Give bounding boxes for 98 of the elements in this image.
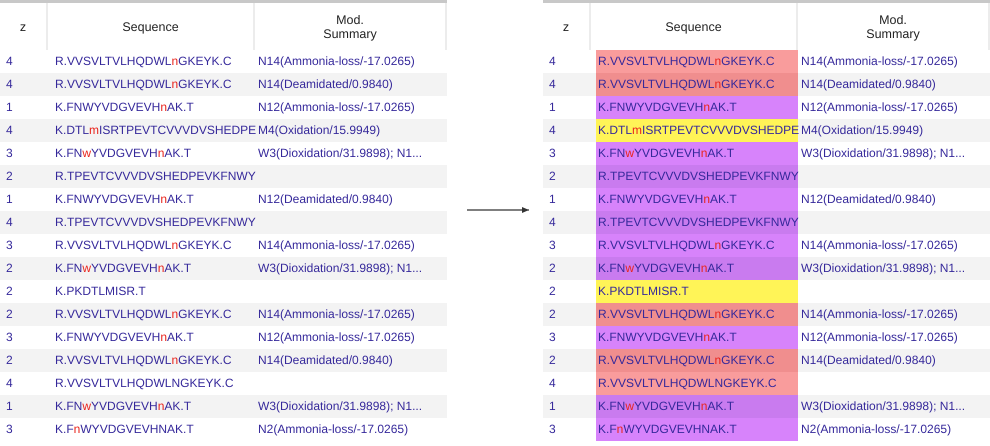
charge-value: 2 <box>549 352 556 369</box>
modification-summary: W3(Dioxidation/31.9898); N1... <box>801 260 966 277</box>
modification-summary: N14(Ammonia-loss/-17.0265) <box>258 53 415 70</box>
modification-summary: N12(Ammonia-loss/-17.0265) <box>801 329 958 346</box>
charge-value: 4 <box>6 53 13 70</box>
charge-value: 4 <box>6 76 13 93</box>
peptide-sequence: K.FNwYVDGVEVHnAK.T <box>54 145 192 162</box>
charge-value: 3 <box>549 237 556 254</box>
modification-summary: W3(Dioxidation/31.9898); N1... <box>258 145 422 162</box>
charge-value: 3 <box>6 237 13 254</box>
charge-value: 3 <box>549 329 556 346</box>
peptide-sequence: R.VVSVLTVLHQDWLnGKEYK.C <box>596 73 798 96</box>
peptide-sequence: K.FNwYVDGVEVHnAK.T <box>54 260 192 277</box>
charge-value: 2 <box>549 168 556 185</box>
peptide-sequence: K.DTLmISRTPEVTCVVVDVSHEDPE <box>54 122 255 139</box>
peptide-sequence: R.VVSVLTVLHQDWLnGKEYK.C <box>596 349 798 372</box>
column-header: Sequence <box>122 20 179 34</box>
modification-summary: N14(Deamidated/0.9840) <box>801 352 936 369</box>
modification-summary: M4(Oxidation/15.9949) <box>801 122 924 139</box>
peptide-sequence: K.FNWYVDGVEVHnAK.T <box>54 191 195 208</box>
modification-summary: N12(Ammonia-loss/-17.0265) <box>258 329 415 346</box>
modification-summary: N14(Deamidated/0.9840) <box>801 76 936 93</box>
charge-value: 2 <box>6 283 13 300</box>
charge-value: 4 <box>6 375 13 392</box>
modification-summary: N14(Deamidated/0.9840) <box>258 76 393 93</box>
column-header: Mod. Summary <box>322 12 378 40</box>
charge-value: 3 <box>549 145 556 162</box>
peptide-sequence: R.VVSVLTVLHQDWLnGKEYK.C <box>54 352 233 369</box>
peptide-sequence: K.FNwYVDGVEVHnAK.T <box>596 142 798 165</box>
peptide-sequence: K.FNwYVDGVEVHnAK.T <box>596 395 798 418</box>
peptide-sequence: R.VVSVLTVLHQDWLNGKEYK.C <box>54 375 234 392</box>
arrow <box>467 207 529 213</box>
charge-value: 1 <box>549 191 556 208</box>
column-header: Sequence <box>665 20 722 34</box>
peptide-sequence: K.PKDTLMISR.T <box>54 283 147 300</box>
modification-summary: W3(Dioxidation/31.9898); N1... <box>801 398 966 415</box>
modification-summary: N14(Ammonia-loss/-17.0265) <box>801 237 958 254</box>
modification-summary: N14(Ammonia-loss/-17.0265) <box>258 306 415 323</box>
modification-summary: W3(Dioxidation/31.9898); N1... <box>258 398 422 415</box>
charge-value: 2 <box>549 306 556 323</box>
charge-value: 1 <box>6 99 13 116</box>
charge-value: 2 <box>6 352 13 369</box>
charge-value: 1 <box>6 191 13 208</box>
peptide-sequence: K.FNWYVDGVEVHnAK.T <box>596 96 798 119</box>
peptide-sequence: R.TPEVTCVVVDVSHEDPEVKFNWY <box>54 168 255 185</box>
charge-value: 4 <box>6 214 13 231</box>
modification-summary: W3(Dioxidation/31.9898); N1... <box>801 145 966 162</box>
charge-value: 4 <box>549 214 556 231</box>
modification-summary: N14(Deamidated/0.9840) <box>258 352 393 369</box>
peptide-sequence: K.FnWYVDGVEVHNAK.T <box>54 421 195 438</box>
peptide-sequence: R.TPEVTCVVVDVSHEDPEVKFNWY <box>54 214 255 231</box>
modification-summary: N2(Ammonia-loss/-17.0265) <box>258 421 408 438</box>
charge-value: 4 <box>549 53 556 70</box>
modification-summary: M4(Oxidation/15.9949) <box>258 122 380 139</box>
charge-value: 4 <box>549 375 556 392</box>
column-header: z <box>20 20 26 34</box>
peptide-sequence: K.FNWYVDGVEVHnAK.T <box>54 99 195 116</box>
column-header: z <box>562 20 570 34</box>
peptide-sequence: K.FnWYVDGVEVHNAK.T <box>596 418 798 441</box>
peptide-sequence: K.PKDTLMISR.T <box>596 280 798 303</box>
modification-summary: N12(Deamidated/0.9840) <box>258 191 393 208</box>
peptide-sequence: R.VVSVLTVLHQDWLnGKEYK.C <box>54 53 233 70</box>
charge-value: 2 <box>549 283 556 300</box>
charge-value: 3 <box>549 421 556 438</box>
charge-value: 4 <box>549 122 556 139</box>
charge-value: 1 <box>6 398 13 415</box>
peptide-sequence: R.VVSVLTVLHQDWLnGKEYK.C <box>596 234 798 257</box>
peptide-sequence: K.FNwYVDGVEVHnAK.T <box>54 398 192 415</box>
modification-summary: N12(Ammonia-loss/-17.0265) <box>258 99 415 116</box>
peptide-sequence: K.FNWYVDGVEVHnAK.T <box>54 329 195 346</box>
modification-summary: N14(Ammonia-loss/-17.0265) <box>258 237 415 254</box>
column-header: Mod. Summary <box>865 12 921 40</box>
modification-summary: N2(Ammonia-loss/-17.0265) <box>801 421 952 438</box>
charge-value: 3 <box>6 145 13 162</box>
peptide-sequence: R.VVSVLTVLHQDWLnGKEYK.C <box>54 237 233 254</box>
charge-value: 4 <box>549 76 556 93</box>
peptide-sequence: K.FNwYVDGVEVHnAK.T <box>596 257 798 280</box>
peptide-sequence: K.FNWYVDGVEVHnAK.T <box>596 326 798 349</box>
peptide-sequence: R.VVSVLTVLHQDWLNGKEYK.C <box>596 372 798 395</box>
peptide-sequence: R.VVSVLTVLHQDWLnGKEYK.C <box>54 306 233 323</box>
modification-summary: N12(Deamidated/0.9840) <box>801 191 936 208</box>
peptide-sequence: R.VVSVLTVLHQDWLnGKEYK.C <box>596 50 798 73</box>
charge-value: 3 <box>6 421 13 438</box>
modification-summary: N12(Ammonia-loss/-17.0265) <box>801 99 958 116</box>
peptide-sequence: R.VVSVLTVLHQDWLnGKEYK.C <box>596 303 798 326</box>
charge-value: 1 <box>549 99 556 116</box>
peptide-sequence: R.VVSVLTVLHQDWLnGKEYK.C <box>54 76 233 93</box>
charge-value: 3 <box>6 329 13 346</box>
charge-value: 4 <box>6 122 13 139</box>
charge-value: 2 <box>6 306 13 323</box>
peptide-sequence: K.FNWYVDGVEVHnAK.T <box>596 188 798 211</box>
modification-summary: N14(Ammonia-loss/-17.0265) <box>801 306 958 323</box>
charge-value: 1 <box>549 398 556 415</box>
charge-value: 2 <box>6 168 13 185</box>
charge-value: 2 <box>6 260 13 277</box>
modification-summary: N14(Ammonia-loss/-17.0265) <box>801 53 958 70</box>
modification-summary: W3(Dioxidation/31.9898); N1... <box>258 260 422 277</box>
charge-value: 2 <box>549 260 556 277</box>
